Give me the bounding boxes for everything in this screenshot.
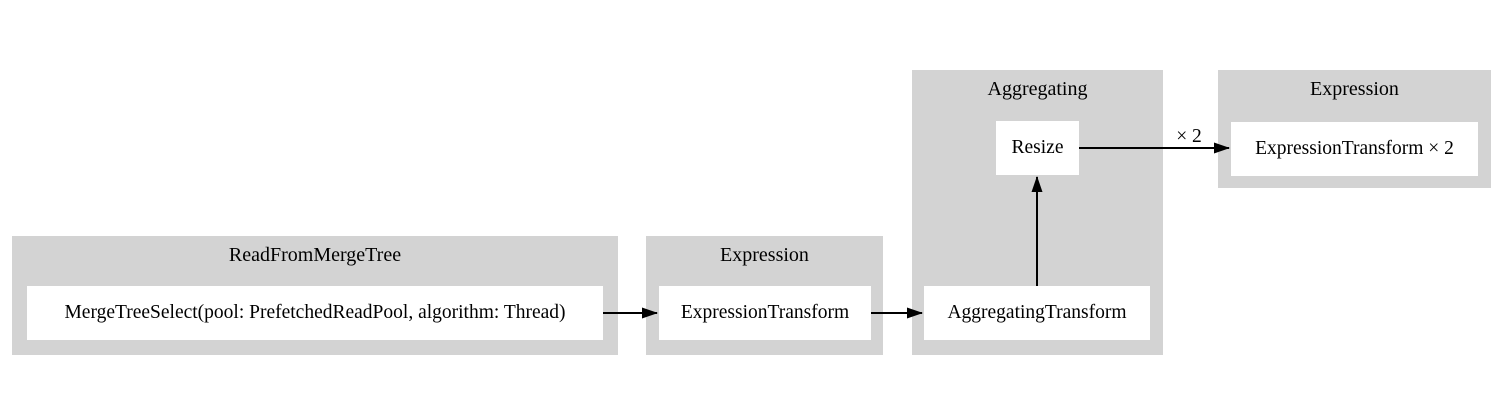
- node-expression-transform-label: ExpressionTransform: [680, 302, 850, 323]
- cluster-read-from-merge-tree-label: ReadFromMergeTree: [228, 244, 402, 266]
- cluster-aggregating-label: Aggregating: [987, 78, 1088, 100]
- node-merge-tree-select-label: MergeTreeSelect(pool: PrefetchedReadPool…: [64, 302, 566, 323]
- node-expression-transform-x2: ExpressionTransform × 2: [1231, 122, 1478, 176]
- node-aggregating-transform-label: AggregatingTransform: [947, 302, 1127, 323]
- node-expression-transform: ExpressionTransform: [659, 286, 871, 340]
- cluster-expression-2: Expression ExpressionTransform × 2: [1218, 70, 1491, 188]
- node-merge-tree-select: MergeTreeSelect(pool: PrefetchedReadPool…: [27, 286, 603, 340]
- node-resize: Resize: [996, 121, 1079, 175]
- node-expression-transform-x2-label: ExpressionTransform × 2: [1255, 138, 1454, 159]
- cluster-expression-2-label: Expression: [1310, 78, 1399, 100]
- node-aggregating-transform: AggregatingTransform: [924, 286, 1150, 340]
- cluster-read-from-merge-tree: ReadFromMergeTree MergeTreeSelect(pool: …: [12, 236, 618, 355]
- cluster-expression-1: Expression ExpressionTransform: [646, 236, 883, 355]
- node-resize-label: Resize: [1011, 137, 1064, 158]
- edge-multiplier-label: × 2: [1176, 126, 1202, 147]
- cluster-expression-1-label: Expression: [720, 244, 809, 266]
- cluster-aggregating: Aggregating Resize AggregatingTransform: [912, 70, 1163, 355]
